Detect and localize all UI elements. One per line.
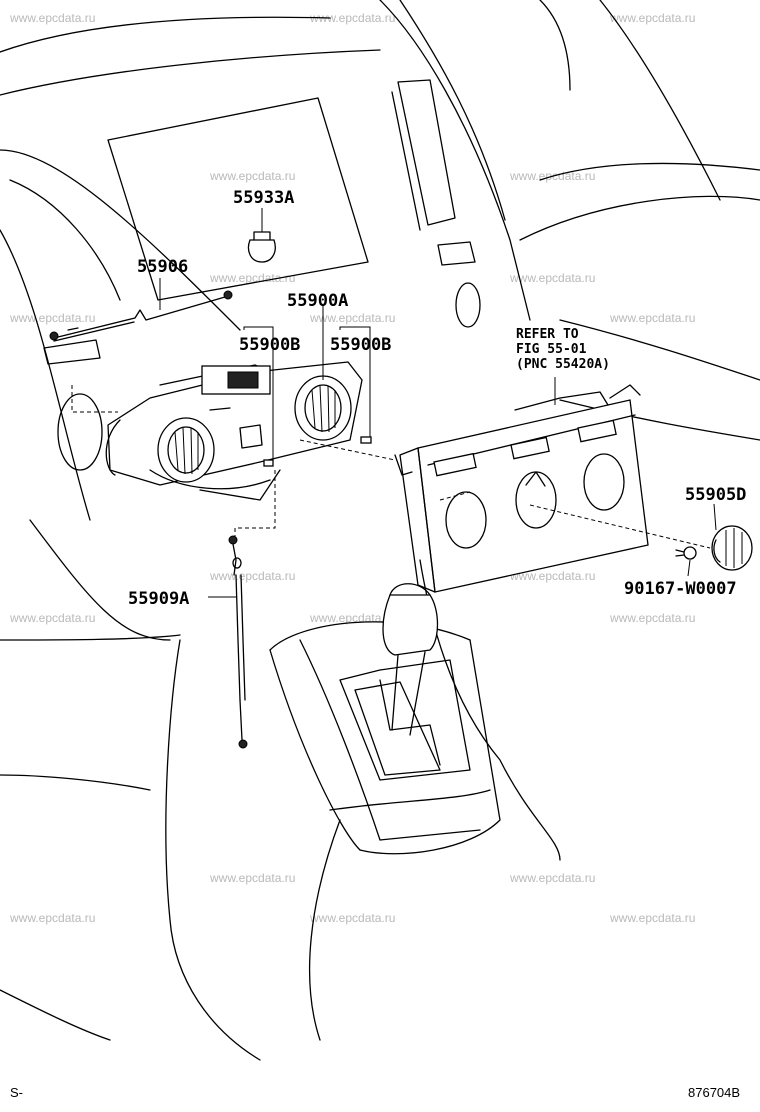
watermark: www.epcdata.ru: [609, 311, 695, 325]
cable-55909a: [228, 535, 248, 749]
label-55900a: 55900A: [287, 291, 348, 311]
screw-90167: [675, 546, 697, 560]
control-panel-bezel: [394, 384, 711, 593]
refer-line-3: (PNC 55420A): [516, 357, 610, 372]
label-55906: 55906: [137, 257, 188, 277]
watermark-layer: www.epcdata.ru www.epcdata.ru www.epcdat…: [9, 11, 695, 925]
knob-55905d: [711, 525, 753, 571]
watermark: www.epcdata.ru: [609, 11, 695, 25]
clip-55933a: [247, 231, 276, 263]
watermark: www.epcdata.ru: [509, 271, 595, 285]
label-55900b-right: 55900B: [330, 335, 391, 355]
watermark: www.epcdata.ru: [9, 611, 95, 625]
watermark: www.epcdata.ru: [209, 169, 295, 183]
watermark: www.epcdata.ru: [209, 871, 295, 885]
refer-note: REFER TO FIG 55-01 (PNC 55420A): [516, 327, 610, 372]
leader-lines: [159, 208, 717, 598]
watermark: www.epcdata.ru: [309, 11, 395, 25]
watermark: www.epcdata.ru: [509, 569, 595, 583]
label-55909a: 55909A: [128, 589, 189, 609]
label-55933a: 55933A: [233, 188, 294, 208]
watermark: www.epcdata.ru: [9, 311, 95, 325]
label-55905d: 55905D: [685, 485, 746, 505]
watermark: www.epcdata.ru: [209, 271, 295, 285]
watermark: www.epcdata.ru: [609, 911, 695, 925]
watermark: www.epcdata.ru: [9, 911, 95, 925]
center-console: [165, 559, 561, 1061]
watermark: www.epcdata.ru: [309, 911, 395, 925]
illustration-number: 876704B: [688, 1085, 740, 1100]
watermark: www.epcdata.ru: [609, 611, 695, 625]
dashboard-outline: [0, 0, 760, 1041]
cable-55906: [49, 290, 233, 342]
watermark: www.epcdata.ru: [309, 311, 395, 325]
watermark: www.epcdata.ru: [209, 569, 295, 583]
label-90167-w0007: 90167-W0007: [624, 579, 737, 599]
refer-line-2: FIG 55-01: [516, 342, 587, 357]
footer-left-code: S-: [10, 1085, 23, 1100]
watermark: www.epcdata.ru: [509, 871, 595, 885]
part-labels: 55933A 55906 55900A 55900B 55900B 55909A…: [128, 188, 746, 609]
watermark: www.epcdata.ru: [9, 11, 95, 25]
heater-control-assembly: [71, 361, 396, 540]
label-55900b-left: 55900B: [239, 335, 300, 355]
refer-line-1: REFER TO: [516, 327, 579, 342]
